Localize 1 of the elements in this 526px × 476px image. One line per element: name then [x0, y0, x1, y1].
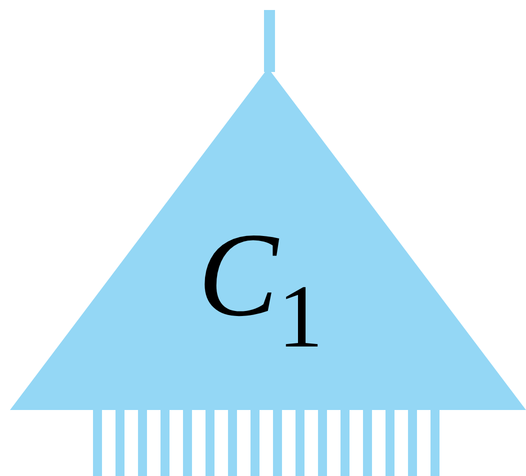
component-label: C$_{1}$: [198, 215, 324, 362]
